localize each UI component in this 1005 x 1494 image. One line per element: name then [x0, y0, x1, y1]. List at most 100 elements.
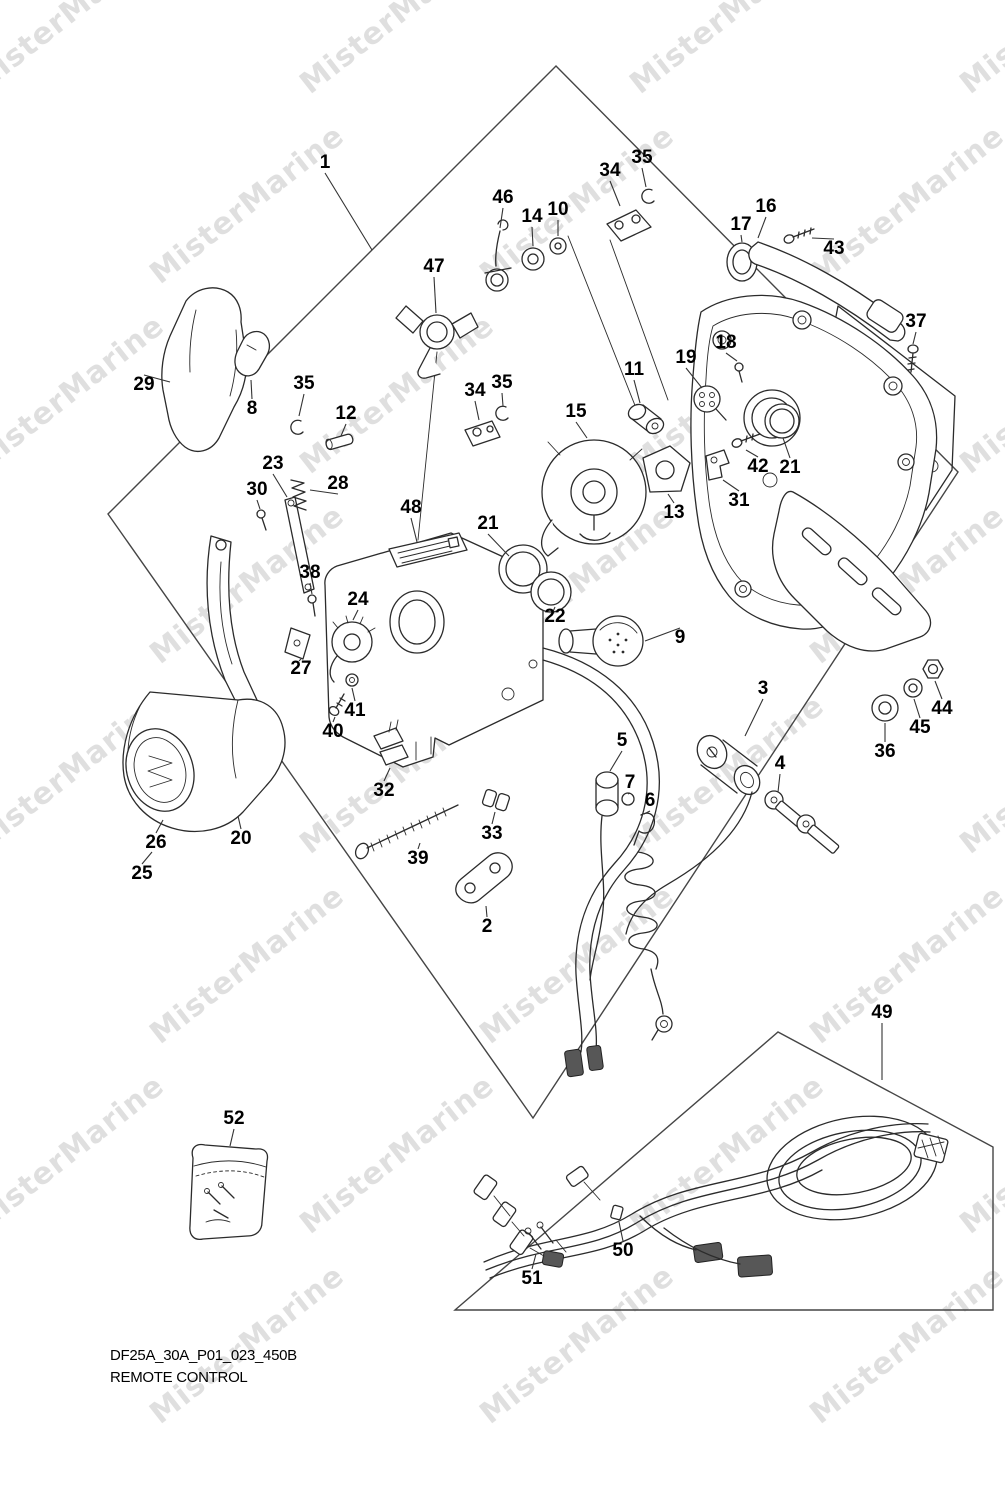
- washer-41-art: [345, 673, 359, 687]
- leader-line: [485, 905, 488, 918]
- leader-line: [499, 207, 504, 229]
- part-number-label: 51: [521, 1268, 543, 1289]
- leader-line: [531, 226, 534, 247]
- rear-housing-shell-art: [690, 294, 956, 630]
- leader-line: [609, 180, 621, 207]
- handle-cap-art: [234, 330, 271, 377]
- leader-line: [912, 331, 917, 345]
- harness-panel-border: [453, 1031, 994, 1311]
- watermark-text: MisterMarine: [803, 118, 1005, 291]
- part-number-label: 47: [423, 256, 444, 277]
- part-number-label: 39: [407, 848, 428, 869]
- part-number-label: 7: [625, 772, 636, 793]
- leader-line: [501, 392, 504, 407]
- leader-line: [383, 767, 391, 782]
- clamp-plate-art: [771, 490, 932, 652]
- stop-switch-5-lanyard-6-art: [595, 771, 673, 1041]
- part-number-label: 1: [320, 152, 331, 173]
- part-number-label: 12: [335, 403, 356, 424]
- bracket-34-mid-art: [464, 420, 501, 447]
- leader-line: [324, 172, 373, 251]
- bracket-27-art: [284, 627, 311, 660]
- watermark-text: MisterMarine: [143, 878, 351, 1051]
- part-number-label: 9: [675, 627, 686, 648]
- part-number-label: 17: [730, 214, 751, 235]
- watermark-text: MisterMarine: [623, 688, 831, 861]
- watermark-text: MisterMarine: [143, 1258, 351, 1431]
- leader-line: [487, 533, 510, 557]
- part-number-label: 3: [758, 678, 769, 699]
- leader-line: [644, 627, 681, 642]
- footer: DF25A_30A_P01_023_450B REMOTE CONTROL: [110, 1347, 297, 1386]
- part-number-label: 10: [547, 199, 568, 220]
- part-number-label: 31: [728, 490, 750, 511]
- part-number-label: 21: [779, 457, 801, 478]
- leader-line: [811, 237, 835, 240]
- watermark-text: MisterMarine: [473, 1258, 681, 1431]
- leader-line: [744, 698, 764, 737]
- leader-line: [685, 367, 703, 389]
- art-layer: [122, 188, 956, 1279]
- screw-39-art: [354, 842, 370, 860]
- watermark-text: MisterMarine: [143, 118, 351, 291]
- footer-title: REMOTE CONTROL: [110, 1369, 247, 1386]
- leader-line: [627, 792, 631, 795]
- part-number-label: 52: [223, 1108, 244, 1129]
- part-number-label: 35: [293, 373, 315, 394]
- watermark-text: MisterMarine: [953, 0, 1005, 101]
- lanyard-clip-art: [633, 812, 656, 846]
- part-number-label: 34: [599, 160, 621, 181]
- leader-line: [491, 811, 496, 825]
- bracket-32-art: [373, 727, 404, 750]
- part-number-label: 21: [477, 513, 499, 534]
- part-number-label: 18: [715, 332, 736, 353]
- watermark-text: MisterMarine: [293, 0, 501, 101]
- part-number-label: 26: [145, 832, 166, 853]
- part-number-label: 27: [290, 658, 311, 679]
- footer-model-code: DF25A_30A_P01_023_450B: [110, 1347, 297, 1364]
- part-number-label: 6: [645, 790, 656, 811]
- part-number-label: 5: [617, 730, 628, 751]
- leader-line: [272, 473, 288, 498]
- part-number-label: 2: [482, 916, 493, 937]
- harness-49-art: [473, 1115, 949, 1279]
- part-number-label: 19: [675, 347, 696, 368]
- part-number-label: 40: [322, 721, 343, 742]
- part-number-label: 35: [491, 372, 513, 393]
- cam-24-art: [331, 621, 373, 663]
- leader-line: [141, 851, 153, 865]
- part-number-label: 4: [775, 753, 786, 774]
- part-number-label: 41: [344, 700, 366, 721]
- leader-line: [410, 517, 418, 543]
- leader-line: [740, 234, 743, 243]
- leader-line: [667, 493, 675, 504]
- part-number-label: 25: [131, 863, 153, 884]
- leader-line: [155, 819, 164, 834]
- leader-line: [340, 423, 347, 437]
- leader-line: [256, 499, 261, 510]
- watermark-text: MisterMarine: [953, 688, 1005, 861]
- leader-line: [298, 658, 302, 662]
- plate-2-art: [455, 852, 513, 904]
- leader-line: [309, 489, 339, 495]
- leader-line: [309, 582, 313, 595]
- leader-line: [633, 379, 641, 404]
- neutral-knob-9-art: [558, 615, 644, 667]
- part-number-label: 30: [246, 479, 267, 500]
- leader-line: [433, 276, 437, 314]
- clip-50-art: [610, 1204, 624, 1221]
- part-number-label: 43: [823, 238, 844, 259]
- screw-30-art: [256, 509, 266, 519]
- watermark-text: MisterMarine: [803, 878, 1005, 1051]
- watermark-text: MisterMarine: [0, 1068, 171, 1241]
- grommet-36-art: [871, 694, 899, 722]
- wiring-cables-art: [542, 647, 753, 1078]
- leader-line: [250, 379, 253, 400]
- part-number-label: 48: [400, 497, 421, 518]
- leader-line: [551, 606, 556, 615]
- grommet-17-cover-16-art: [726, 227, 906, 342]
- leader-line: [332, 716, 336, 723]
- leader-line: [531, 1253, 537, 1270]
